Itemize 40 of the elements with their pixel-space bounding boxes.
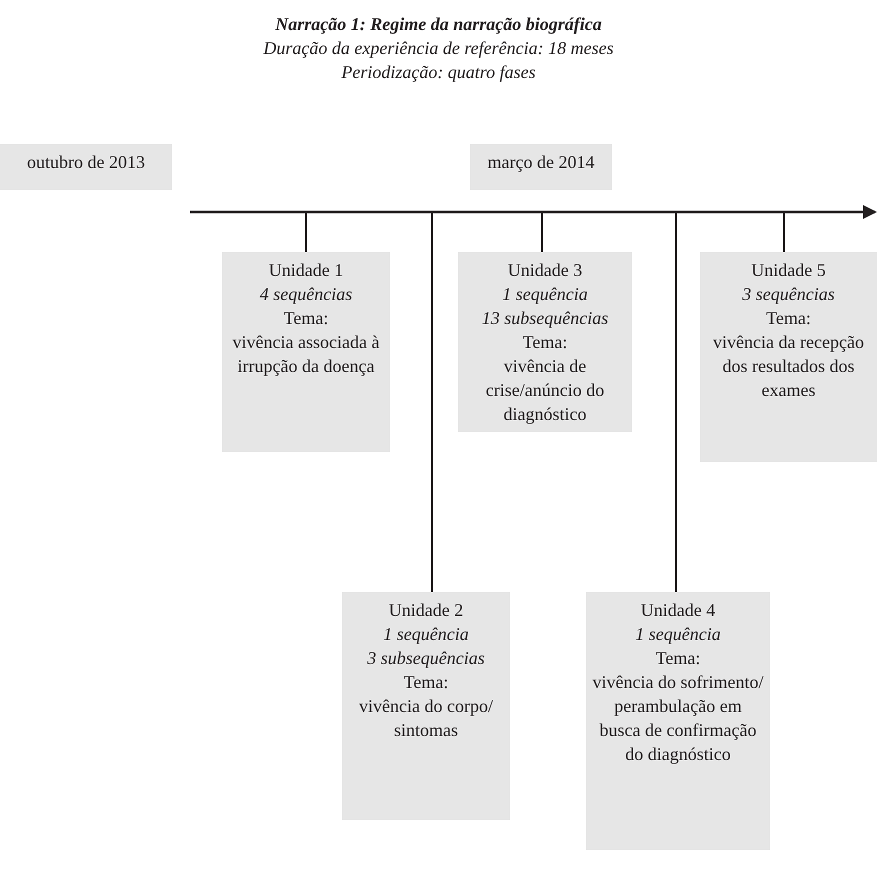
unit-title: Unidade 4 <box>640 599 716 622</box>
subtitle: Periodização: quatro fases <box>340 61 537 84</box>
connector-line <box>431 212 433 592</box>
unit-text: vivência do sofrimento/ perambulação em busca de confirmação do diagnóstico <box>592 671 764 766</box>
unit-title: Unidade 3 <box>506 259 584 282</box>
diagram-title: Narração 1: Regime da narração biográfica <box>274 13 603 36</box>
unit-text: 3 subsequências <box>366 647 486 670</box>
unit-title: Unidade 2 <box>388 599 464 622</box>
unit-box <box>700 252 877 462</box>
connector-line <box>541 212 543 252</box>
unit-text: vivência do corpo/ sintomas <box>358 695 494 742</box>
unit-text: 1 sequência <box>634 623 722 646</box>
timeline-axis <box>190 205 877 219</box>
unit-text: Tema: <box>522 331 568 354</box>
date-label: outubro de 2013 <box>26 151 146 174</box>
unit-text: vivência de crise/anúncio do diagnóstico <box>484 355 606 426</box>
connector-line <box>783 212 785 252</box>
date-box <box>0 144 172 190</box>
unit-text: Tema: <box>654 647 702 670</box>
unit-title: Unidade 1 <box>268 259 344 282</box>
unit-text: Tema: <box>282 307 330 330</box>
unit-text: 3 sequências <box>741 283 836 306</box>
unit-box <box>342 592 510 820</box>
unit-text: vivência associada à irrupção da doença <box>232 331 380 378</box>
unit-box <box>458 252 632 432</box>
unit-box <box>586 592 770 850</box>
unit-box <box>222 252 390 452</box>
unit-text: 1 sequência <box>382 623 470 646</box>
date-label: março de 2014 <box>486 151 596 174</box>
unit-text: vivência da recepção dos resultados dos exames <box>712 331 865 402</box>
connector-line <box>305 212 307 252</box>
unit-text: 1 sequência <box>501 283 589 306</box>
subtitle: Duração da experiência de referência: 18 meses <box>262 37 615 60</box>
connector-line <box>675 212 677 592</box>
unit-text: Tema: <box>402 671 450 694</box>
unit-title: Unidade 5 <box>750 259 827 282</box>
unit-text: Tema: <box>765 307 812 330</box>
unit-text: 13 subsequências <box>480 307 610 330</box>
date-box <box>470 144 612 190</box>
unit-text: 4 sequências <box>258 283 354 306</box>
